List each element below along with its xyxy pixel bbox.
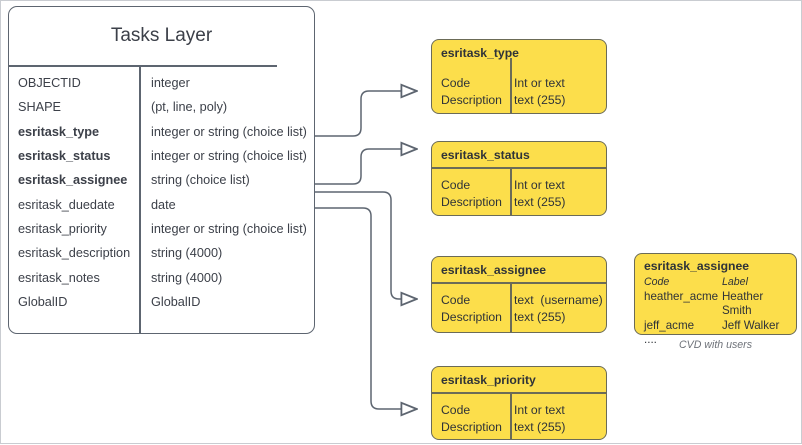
cvd-value-label: Jeff Walker (722, 318, 780, 332)
domain-description-type: text (255) (514, 92, 566, 107)
domain-description-label: Description (441, 194, 502, 209)
tasks-field-name: GlobalID (18, 294, 68, 309)
cvd-header-label: Label (722, 276, 748, 288)
tasks-field-name: esritask_duedate (18, 197, 115, 212)
domain-code-label: Code (441, 403, 471, 417)
tasks-field-type: GlobalID (151, 294, 201, 309)
domain-code-type: Int or text (514, 76, 565, 90)
tasks-field-row: esritask_priority integer or string (choi… (9, 217, 314, 241)
tasks-field-row: esritask_duedate date (9, 192, 314, 216)
domain-description-type: text (255) (514, 194, 566, 209)
tasks-field-row: esritask_assignee string (choice list) (9, 168, 314, 192)
cvd-value-code: jeff_acme (644, 318, 695, 332)
tasks-field-name: esritask_type (18, 124, 100, 139)
cvd-caption: CVD with users (679, 339, 752, 351)
tasks-field-row: SHAPE (pt, line, poly) (9, 95, 314, 119)
wire-esritask-priority (315, 207, 417, 409)
tasks-field-name: esritask_notes (18, 270, 100, 285)
tasks-field-name: esritask_description (18, 246, 131, 261)
tasks-field-row: esritask_notes string (4000) (9, 265, 314, 289)
cvd-value-label: Heather Smith (721, 289, 764, 318)
tasks-field-row: esritask_status integer or string (choice… (9, 144, 314, 168)
cvd-header-row: Code Label (644, 275, 796, 290)
domain-code-type: Int or text (514, 403, 565, 417)
cvd-value-code: .... (644, 333, 657, 346)
tasks-layer-header-divider (9, 65, 277, 67)
domain-box-esritask-priority: esritask_priority Code Description Int o… (431, 366, 607, 440)
cvd-value-row: jeff_acme Jeff Walker (644, 319, 796, 334)
tasks-field-type: date (151, 197, 176, 212)
tasks-layer-title: Tasks Layer (110, 25, 213, 46)
domain-box-esritask-status: esritask_status Code Description Int or … (431, 141, 607, 216)
wire-esritask-status (315, 149, 417, 185)
domain-description-type: text (255) (514, 309, 566, 324)
cvd-value-code: heather_acme (644, 289, 719, 303)
tasks-field-name: esritask_priority (18, 221, 107, 236)
tasks-field-type: integer or string (choice list) (151, 221, 307, 236)
tasks-field-type: integer (151, 76, 190, 91)
domain-description-label: Description (441, 309, 502, 324)
domain-code-label: Code (441, 178, 471, 192)
domain-title-esritask-priority: esritask_priority (441, 372, 536, 387)
tasks-field-type: string (4000) (151, 270, 223, 285)
cvd-title: esritask_assignee (644, 259, 750, 273)
domain-code-type: Int or text (514, 178, 565, 192)
cvd-header-code: Code (644, 276, 670, 288)
tasks-field-name: SHAPE (18, 100, 62, 115)
tasks-field-type: integer or string (choice list) (151, 149, 307, 164)
domain-code-label: Code (441, 76, 471, 90)
tasks-field-name: OBJECTID (18, 76, 81, 91)
tasks-field-type: integer or string (choice list) (151, 124, 307, 139)
domain-description-type: text (255) (514, 419, 566, 434)
tasks-layer-column-divider (139, 65, 141, 333)
tasks-field-row: OBJECTID integer (9, 71, 314, 95)
tasks-field-row: esritask_description string (4000) (9, 241, 314, 265)
wire-esritask-assignee (315, 191, 417, 299)
tasks-field-type: string (4000) (151, 246, 223, 261)
wire-esritask-type (315, 91, 417, 137)
domain-description-label: Description (441, 92, 502, 107)
tasks-field-name: esritask_assignee (18, 173, 128, 188)
domain-description-label: Description (441, 419, 502, 434)
domain-title-esritask-assignee: esritask_assignee (441, 262, 547, 277)
tasks-field-type: string (choice list) (151, 173, 250, 188)
cvd-value-row: .... (644, 333, 796, 348)
domain-box-esritask-type: esritask_type Code Description Int or te… (431, 39, 607, 114)
cvd-assignee-box: esritask_assignee Code Label heather_acm… (634, 253, 797, 346)
domain-box-esritask-assignee: esritask_assignee Code Description text … (431, 256, 607, 333)
domain-title-esritask-status: esritask_status (441, 147, 530, 162)
tasks-field-name: esritask_status (18, 149, 111, 164)
tasks-field-row: esritask_type integer or string (choice l… (9, 120, 314, 144)
domain-code-label: Code (441, 293, 471, 307)
tasks-field-type: (pt, line, poly) (151, 100, 228, 115)
domain-code-type: text (username) (514, 293, 603, 307)
tasks-field-row: GlobalID GlobalID (9, 290, 314, 314)
domain-title-esritask-type: esritask_type (441, 45, 519, 60)
